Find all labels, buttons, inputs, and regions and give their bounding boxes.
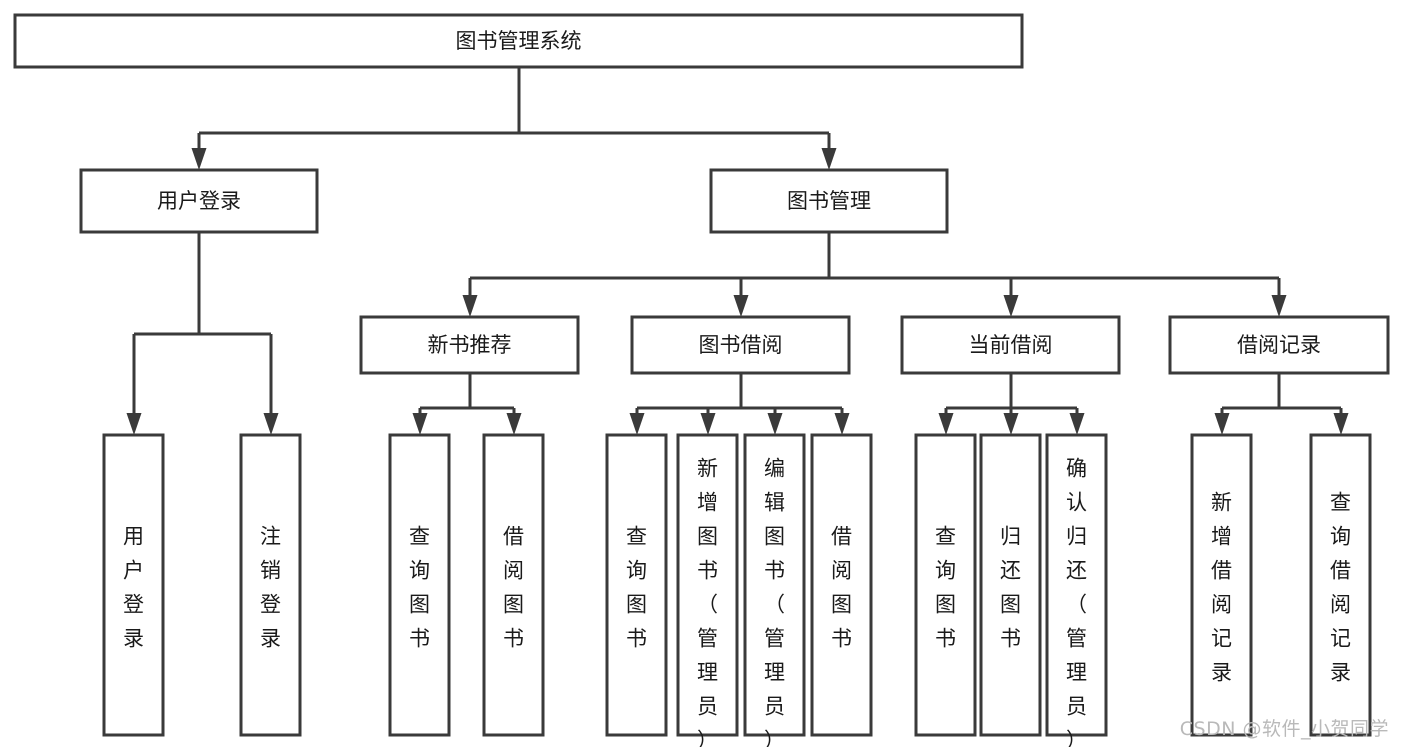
node-leaf-confirm-return[interactable]: 确认归还（管理员） xyxy=(1045,433,1108,747)
node-label-book-borrow: 图书借阅 xyxy=(699,333,783,357)
node-box-leaf-query-book-2 xyxy=(605,433,668,737)
node-box-current-borrow xyxy=(900,315,1121,375)
node-box-leaf-user-login xyxy=(102,433,165,737)
node-leaf-query-book-3[interactable]: 查询图书 xyxy=(914,433,977,737)
node-box-leaf-add-book xyxy=(676,433,739,737)
node-box-leaf-query-book-1 xyxy=(388,433,451,737)
node-label-leaf-edit-book: 编辑图书（管理员） xyxy=(764,457,785,747)
node-label-leaf-query-book-2: 查询图书 xyxy=(626,525,647,651)
arrow-head-leaf-add-record xyxy=(1214,413,1230,435)
node-new-book-recommend[interactable]: 新书推荐 xyxy=(359,315,580,375)
node-box-leaf-edit-book xyxy=(743,433,806,737)
node-box-user-login xyxy=(79,168,319,234)
node-label-leaf-add-record: 新增借阅记录 xyxy=(1211,491,1232,685)
arrow-head-leaf-query-record xyxy=(1333,413,1349,435)
node-box-leaf-confirm-return xyxy=(1045,433,1108,737)
node-label-leaf-query-book-1: 查询图书 xyxy=(409,525,430,651)
node-label-leaf-borrow-book-1: 借阅图书 xyxy=(503,525,524,651)
node-book-borrow[interactable]: 图书借阅 xyxy=(630,315,851,375)
arrow-head-leaf-edit-book xyxy=(767,413,783,435)
arrow-head-leaf-query-book-1 xyxy=(412,413,428,435)
node-borrow-record[interactable]: 借阅记录 xyxy=(1168,315,1390,375)
node-leaf-user-login[interactable]: 用户登录 xyxy=(102,433,165,737)
arrow-head-new-book-recommend xyxy=(462,295,478,317)
arrow-head-leaf-return-book xyxy=(1003,413,1019,435)
node-label-leaf-user-login: 用户登录 xyxy=(123,525,144,651)
node-book-manage[interactable]: 图书管理 xyxy=(709,168,949,234)
node-box-leaf-return-book xyxy=(979,433,1042,737)
arrow-head-leaf-user-logout xyxy=(263,413,279,435)
node-box-book-manage xyxy=(709,168,949,234)
node-root[interactable]: 图书管理系统 xyxy=(13,13,1024,69)
node-label-leaf-borrow-book-2: 借阅图书 xyxy=(831,525,852,651)
node-box-leaf-borrow-book-2 xyxy=(810,433,873,737)
arrow-head-borrow-record xyxy=(1271,295,1287,317)
node-current-borrow[interactable]: 当前借阅 xyxy=(900,315,1121,375)
node-leaf-edit-book[interactable]: 编辑图书（管理员） xyxy=(743,433,806,747)
arrow-head-current-borrow xyxy=(1003,295,1019,317)
watermark-text: CSDN @软件_小贺同学 xyxy=(1179,718,1389,740)
node-label-new-book-recommend: 新书推荐 xyxy=(428,333,512,357)
node-box-borrow-record xyxy=(1168,315,1390,375)
node-box-book-borrow xyxy=(630,315,851,375)
node-box-leaf-borrow-book-1 xyxy=(482,433,545,737)
node-label-leaf-return-book: 归还图书 xyxy=(1000,525,1021,651)
arrow-head-leaf-confirm-return xyxy=(1069,413,1085,435)
arrow-head-user-login xyxy=(191,148,207,170)
node-label-leaf-add-book: 新增图书（管理员） xyxy=(697,457,718,747)
arrow-head-book-borrow xyxy=(733,295,749,317)
arrow-head-leaf-borrow-book-2 xyxy=(834,413,850,435)
node-label-user-login: 用户登录 xyxy=(157,189,241,213)
node-label-leaf-user-logout: 注销登录 xyxy=(260,525,281,651)
node-leaf-query-record[interactable]: 查询借阅记录 xyxy=(1309,433,1372,737)
arrow-head-leaf-query-book-2 xyxy=(629,413,645,435)
node-box-new-book-recommend xyxy=(359,315,580,375)
arrow-head-book-manage xyxy=(821,148,837,170)
node-leaf-add-record[interactable]: 新增借阅记录 xyxy=(1190,433,1253,737)
arrow-head-leaf-add-book xyxy=(700,413,716,435)
node-label-book-manage: 图书管理 xyxy=(787,189,871,213)
arrow-head-leaf-borrow-book-1 xyxy=(506,413,522,435)
node-leaf-user-logout[interactable]: 注销登录 xyxy=(239,433,302,737)
arrow-head-leaf-user-login xyxy=(126,413,142,435)
node-leaf-query-book-1[interactable]: 查询图书 xyxy=(388,433,451,737)
node-label-leaf-confirm-return: 确认归还（管理员） xyxy=(1066,457,1087,747)
node-box-leaf-add-record xyxy=(1190,433,1253,737)
node-box-root xyxy=(13,13,1024,69)
node-box-leaf-user-logout xyxy=(239,433,302,737)
node-leaf-query-book-2[interactable]: 查询图书 xyxy=(605,433,668,737)
node-leaf-return-book[interactable]: 归还图书 xyxy=(979,433,1042,737)
node-box-leaf-query-book-3 xyxy=(914,433,977,737)
node-user-login[interactable]: 用户登录 xyxy=(79,168,319,234)
node-leaf-borrow-book-1[interactable]: 借阅图书 xyxy=(482,433,545,737)
node-label-leaf-query-book-3: 查询图书 xyxy=(935,525,956,651)
node-label-current-borrow: 当前借阅 xyxy=(969,333,1053,357)
node-box-leaf-query-record xyxy=(1309,433,1372,737)
node-leaf-add-book[interactable]: 新增图书（管理员） xyxy=(676,433,739,747)
node-label-root: 图书管理系统 xyxy=(456,29,582,53)
node-label-leaf-query-record: 查询借阅记录 xyxy=(1330,491,1351,685)
node-label-borrow-record: 借阅记录 xyxy=(1237,333,1321,357)
node-leaf-borrow-book-2[interactable]: 借阅图书 xyxy=(810,433,873,737)
node-layer: 图书管理系统用户登录图书管理新书推荐图书借阅当前借阅借阅记录用户登录注销登录查询… xyxy=(13,13,1390,747)
connector-layer xyxy=(126,67,1349,435)
arrow-head-leaf-query-book-3 xyxy=(938,413,954,435)
